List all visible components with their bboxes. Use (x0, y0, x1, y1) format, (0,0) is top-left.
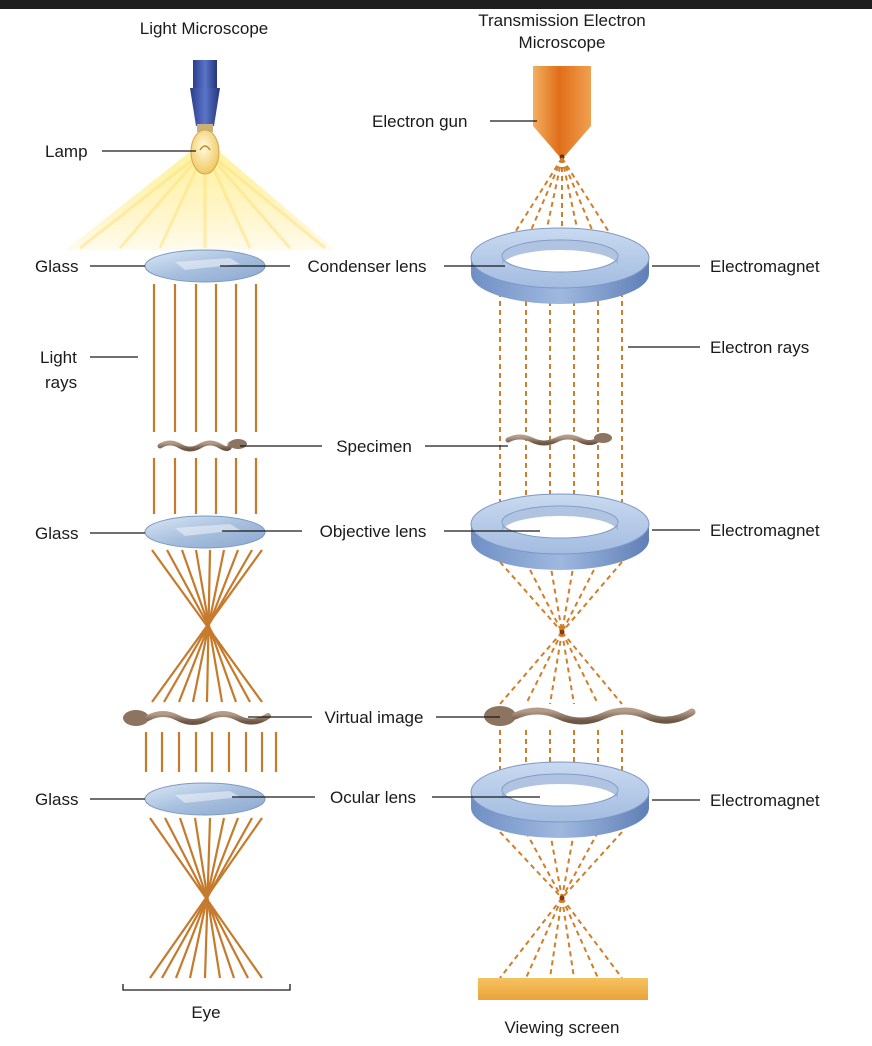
lamp-icon (190, 60, 220, 175)
objective-lens-label: Objective lens (320, 522, 427, 541)
specimen-label: Specimen (336, 437, 412, 456)
electron-rays-to-screen (499, 831, 623, 979)
electromagnet-bottom-label: Electromagnet (710, 791, 820, 810)
light-rays-converging-objective (151, 549, 263, 703)
eye-label: Eye (191, 1003, 220, 1022)
lamp-label: Lamp (45, 142, 88, 161)
glass-mid-label: Glass (35, 524, 78, 543)
tem-virtual-image (484, 706, 696, 726)
viewing-screen (478, 978, 648, 1000)
objective-focal-point (559, 629, 565, 635)
electron-gun-label: Electron gun (372, 112, 467, 131)
glass-top-label: Glass (35, 257, 78, 276)
virtual-image-label: Virtual image (325, 708, 424, 727)
light-specimen (157, 439, 247, 452)
light-rays-label-line1: Light (40, 348, 77, 367)
light-rays-upper (152, 284, 258, 432)
top-bar (0, 0, 872, 9)
ocular-lens-label: Ocular lens (330, 788, 416, 807)
objective-glass-lens (144, 515, 266, 549)
tem-title-line1: Transmission Electron (478, 11, 646, 30)
lamp-light-cone (65, 148, 335, 250)
tem-specimen (505, 433, 612, 446)
electromagnet-condenser (470, 227, 650, 304)
tem-title-line2: Microscope (519, 33, 606, 52)
electromagnet-top-label: Electromagnet (710, 257, 820, 276)
light-rays-label-line2: rays (45, 373, 77, 392)
ocular-glass-lens (144, 782, 266, 816)
electron-rays-label: Electron rays (710, 338, 809, 357)
glass-bottom-label: Glass (35, 790, 78, 809)
viewing-screen-label: Viewing screen (505, 1018, 620, 1037)
electron-rays-converging-objective (499, 561, 623, 705)
electromagnet-ocular (470, 761, 650, 838)
condenser-lens-label: Condenser lens (307, 257, 426, 276)
light-microscope-title: Light Microscope (140, 19, 269, 38)
ocular-focal-point (559, 895, 565, 901)
electromagnet-objective (470, 493, 650, 570)
light-rays-to-eye (149, 817, 263, 979)
light-rays-middle (152, 458, 258, 514)
electromagnet-mid-label: Electromagnet (710, 521, 820, 540)
electron-gun-icon (533, 66, 591, 160)
electron-rays-parallel (499, 292, 623, 520)
light-rays-lower (144, 732, 278, 772)
eye-bracket (122, 984, 291, 991)
light-virtual-image (123, 710, 271, 726)
